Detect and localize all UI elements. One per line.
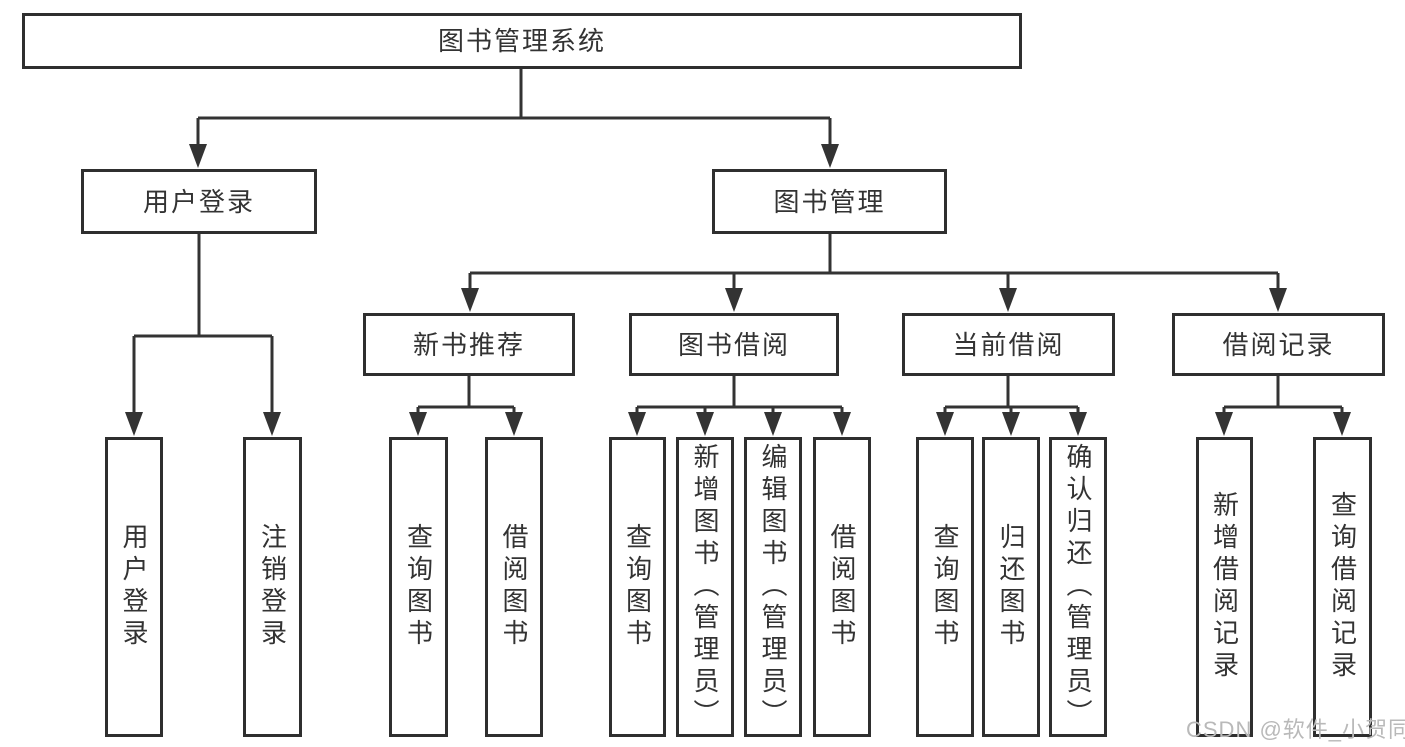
- arrowheads: [125, 144, 1351, 436]
- connector-user-login-to-leaves: [132, 234, 274, 428]
- node-user-login: 用户登录: [81, 169, 317, 234]
- leaf-cb-return-books: 归还图书: [982, 437, 1040, 737]
- leaf-user-login: 用户登录: [105, 437, 163, 737]
- connector-book-borrow-to-leaves: [635, 376, 844, 428]
- connector-book-mgmt-to-level3: [468, 234, 1280, 305]
- leaf-cb-confirm-return-admin: 确认归还（管理员）: [1049, 437, 1107, 737]
- connector-root-to-level2: [196, 69, 832, 160]
- leaf-bb-borrow-books: 借阅图书: [813, 437, 871, 737]
- connector-new-book-rec-to-leaves: [416, 376, 516, 428]
- leaf-cb-query-books: 查询图书: [916, 437, 974, 737]
- node-book-borrow: 图书借阅: [629, 313, 839, 376]
- connector-borrow-records-to-leaves: [1222, 376, 1344, 428]
- leaf-bb-edit-books-admin: 编辑图书（管理员）: [744, 437, 802, 737]
- node-new-book-recommend: 新书推荐: [363, 313, 575, 376]
- leaf-rec-query-books: 查询图书: [389, 437, 448, 737]
- leaf-bb-query-books: 查询图书: [609, 437, 666, 737]
- leaf-rec-borrow-books: 借阅图书: [485, 437, 543, 737]
- leaf-br-add-record: 新增借阅记录: [1196, 437, 1253, 737]
- node-book-management: 图书管理: [712, 169, 947, 234]
- csdn-watermark: CSDN @软件_小贺同学: [1186, 717, 1405, 742]
- node-current-borrow: 当前借阅: [902, 313, 1115, 376]
- node-root-system: 图书管理系统: [22, 13, 1022, 69]
- leaf-br-query-record: 查询借阅记录: [1313, 437, 1372, 737]
- node-borrow-records: 借阅记录: [1172, 313, 1385, 376]
- leaf-bb-add-books-admin: 新增图书（管理员）: [676, 437, 734, 737]
- leaf-logout: 注销登录: [243, 437, 302, 737]
